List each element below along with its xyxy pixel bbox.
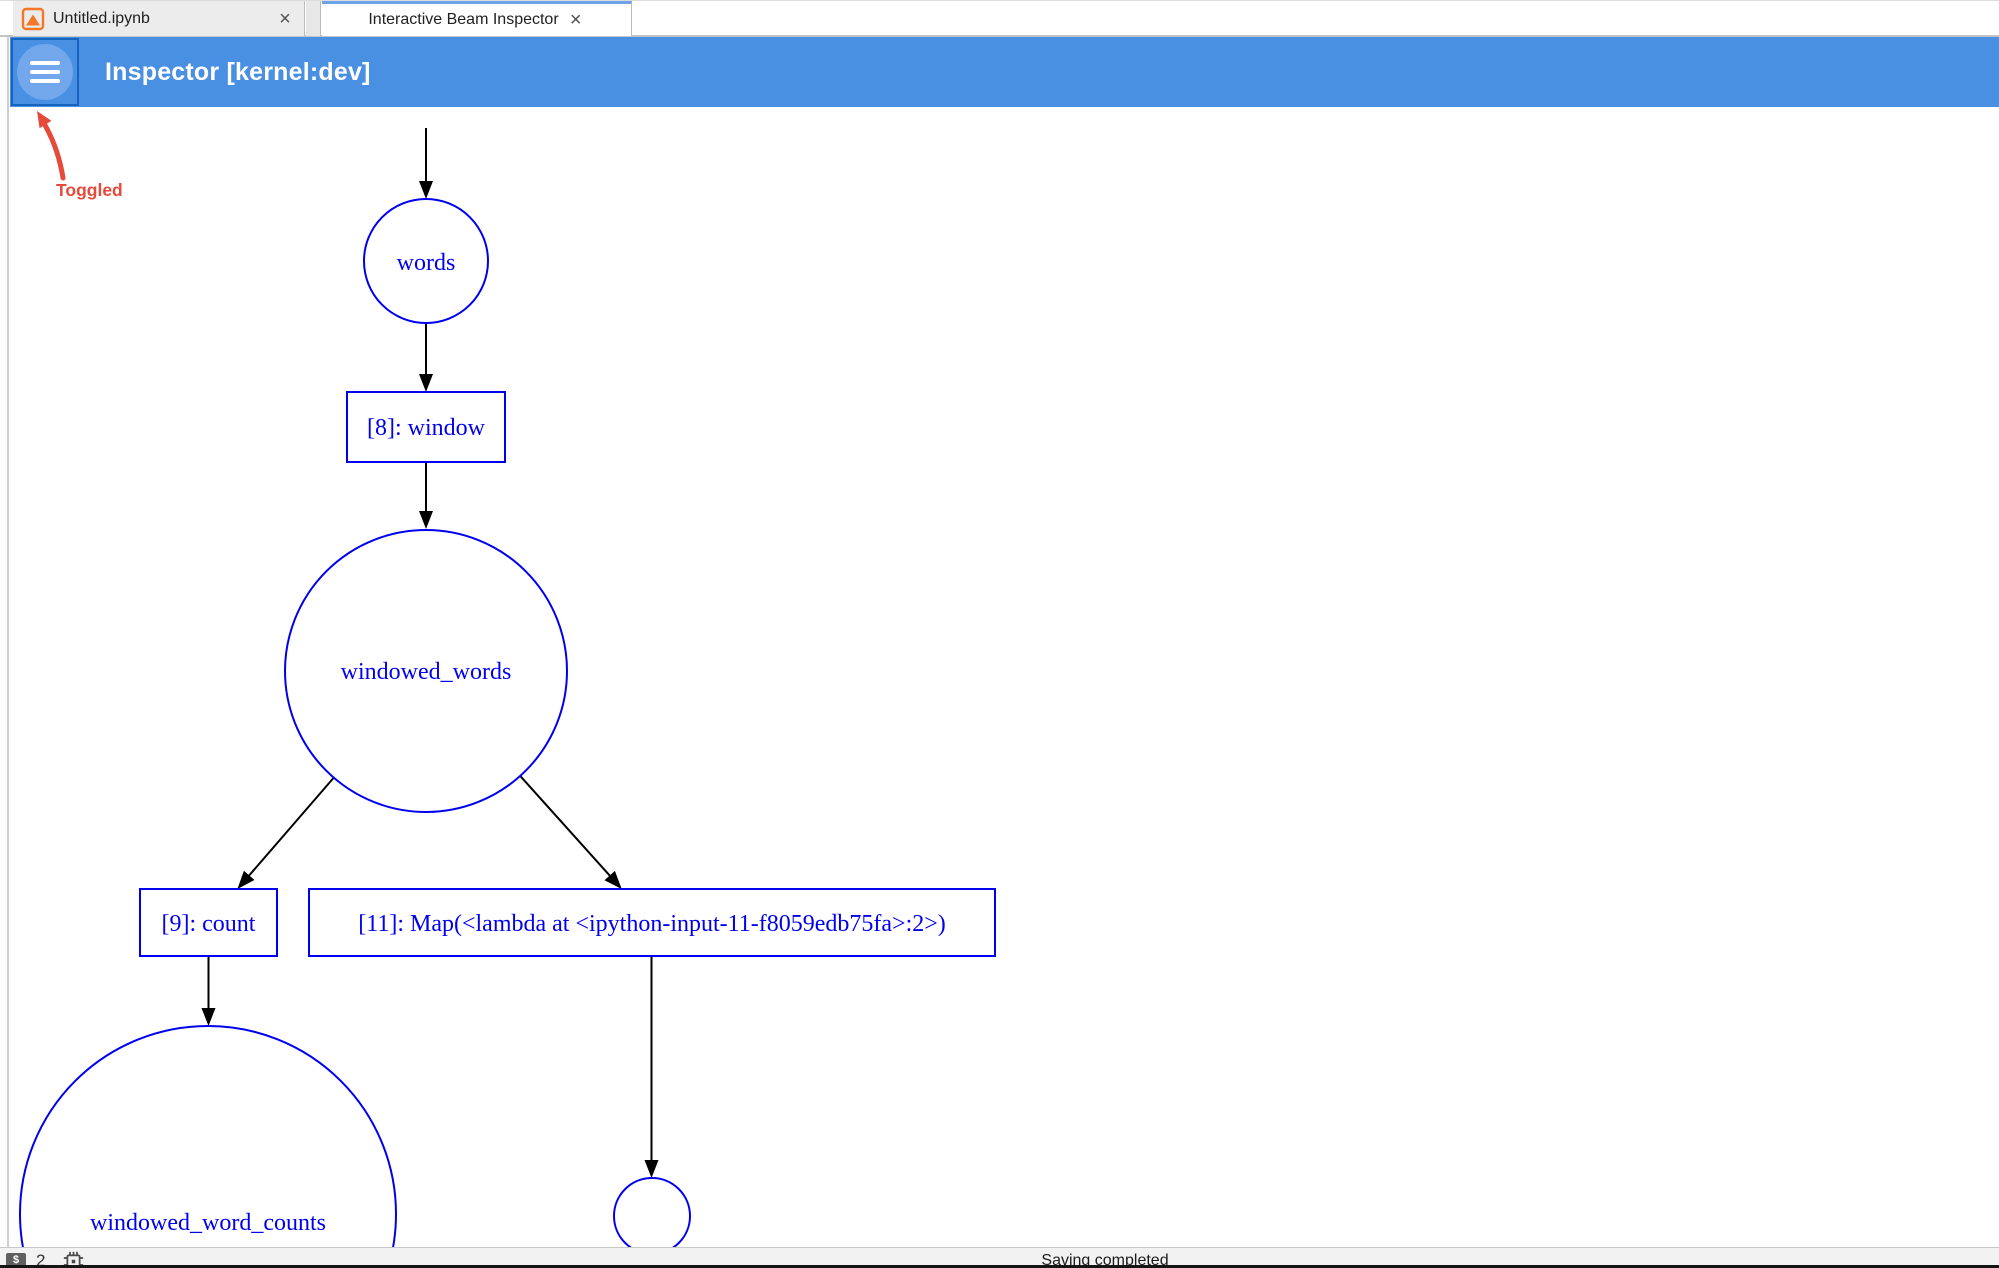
tab-label: Untitled.ipynb <box>53 9 150 27</box>
graph-node-label: windowed_word_counts <box>90 1210 326 1236</box>
graph-node-words[interactable]: words <box>363 198 489 324</box>
graph-edges <box>201 128 659 1178</box>
status-bar: $ 2 Saving completed <box>0 1247 1999 1268</box>
graph-node-count[interactable]: [9]: count <box>139 888 278 957</box>
terminal-count: 2 <box>36 1251 46 1268</box>
window-bottom-edge <box>0 1265 1999 1268</box>
terminal-icon[interactable]: $ <box>6 1253 26 1268</box>
close-icon[interactable]: × <box>279 7 291 30</box>
graph-node-label: [11]: Map(<lambda at <ipython-input-11-f… <box>358 911 946 937</box>
graph-node-map-lambda[interactable]: [11]: Map(<lambda at <ipython-input-11-f… <box>308 888 996 957</box>
close-icon[interactable]: × <box>569 9 582 31</box>
left-panel-border <box>0 0 9 1247</box>
toggled-annotation-arrow <box>37 111 66 181</box>
tab-untitled-notebook[interactable]: Untitled.ipynb × <box>13 1 305 36</box>
tab-separator <box>306 1 321 36</box>
hamburger-icon <box>17 44 73 100</box>
inspector-title: Inspector [kernel:dev] <box>105 57 371 86</box>
toggled-annotation-label: Toggled <box>56 180 123 200</box>
graph-node-label: [8]: window <box>367 415 486 441</box>
tab-bar: Untitled.ipynb × Interactive Beam Inspec… <box>0 0 1999 37</box>
menu-button[interactable] <box>11 38 79 106</box>
graph-node-unlabeled-output[interactable] <box>613 1177 691 1255</box>
graph-node-windowed-words[interactable]: windowed_words <box>284 529 568 813</box>
tab-label: Interactive Beam Inspector <box>368 11 559 28</box>
graph-node-label: [9]: count <box>162 911 256 937</box>
tab-interactive-beam-inspector[interactable]: Interactive Beam Inspector × <box>322 1 632 36</box>
graph-node-label: windowed_words <box>341 659 512 685</box>
notebook-icon <box>21 7 45 30</box>
graph-node-label: words <box>397 250 456 276</box>
graph-node-window[interactable]: [8]: window <box>346 391 506 463</box>
saving-status-text: Saving completed <box>1041 1252 1169 1268</box>
graph-node-windowed-word-counts[interactable]: windowed_word_counts <box>19 1025 397 1268</box>
inspector-toolbar: Inspector [kernel:dev] <box>10 37 1999 107</box>
